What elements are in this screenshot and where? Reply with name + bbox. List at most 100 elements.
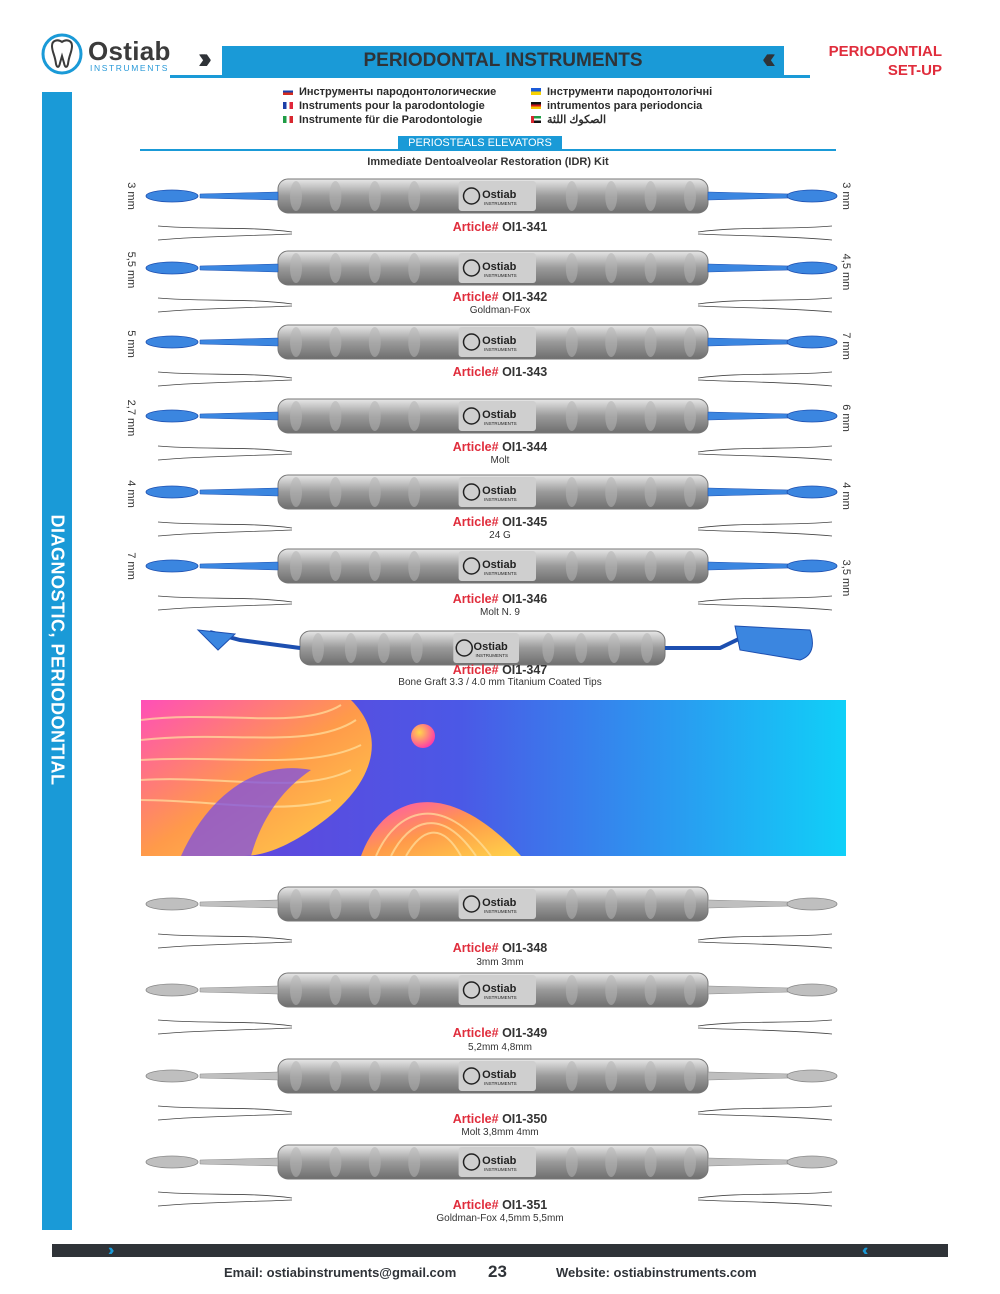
left-profile-outline bbox=[157, 1105, 293, 1121]
handle-brand-sub: INSTRUMENTS bbox=[484, 995, 516, 1000]
right-tip bbox=[786, 1155, 838, 1169]
handle-logo-icon bbox=[462, 1067, 481, 1085]
right-profile-outline bbox=[697, 445, 833, 461]
header-bar bbox=[222, 46, 784, 76]
right-profile-outline bbox=[697, 1191, 833, 1207]
handle-brand: Ostiab bbox=[482, 559, 517, 571]
right-tip-size: 3 mm bbox=[840, 182, 852, 210]
article-code: OI1-345 bbox=[502, 515, 548, 529]
right-profile-outline bbox=[697, 371, 833, 387]
flag-ru-icon bbox=[283, 88, 293, 95]
handle-brand: Ostiab bbox=[482, 261, 517, 273]
article-number: Article# OI1-341 bbox=[300, 220, 700, 234]
right-tip bbox=[786, 559, 838, 573]
article-number: Article# OI1-347 bbox=[300, 663, 700, 677]
left-profile-outline bbox=[157, 225, 293, 241]
right-tip bbox=[786, 485, 838, 499]
handle-logo-icon bbox=[462, 483, 481, 501]
page-number: 23 bbox=[488, 1262, 507, 1281]
handle-brand-sub: INSTRUMENTS bbox=[484, 571, 516, 576]
footer-chevron-right-icon: ›››› bbox=[108, 1242, 116, 1259]
section-subtitle: Immediate Dentoalveolar Restoration (IDR… bbox=[367, 156, 609, 168]
left-profile-outline bbox=[157, 933, 293, 949]
right-tip bbox=[786, 335, 838, 349]
header-chevron-right-icon: ››› bbox=[198, 42, 212, 75]
footer-chevron-left-icon: ‹‹‹‹ bbox=[862, 1242, 870, 1259]
category-line-1: PERIODONTIAL bbox=[828, 43, 942, 60]
footer-website: Website: ostiabinstruments.com bbox=[556, 1265, 757, 1280]
right-profile-outline bbox=[697, 933, 833, 949]
brand-subtitle: INSTRUMENTS bbox=[90, 63, 169, 73]
handle-brand-sub: INSTRUMENTS bbox=[484, 201, 516, 206]
right-tip bbox=[786, 983, 838, 997]
article-label: Article# bbox=[452, 941, 503, 955]
decorative-banner bbox=[141, 700, 846, 856]
right-tip-size: 4 mm bbox=[840, 482, 852, 510]
article-code: OI1-343 bbox=[502, 365, 548, 379]
article-label: Article# bbox=[452, 440, 503, 454]
article-code: OI1-342 bbox=[502, 290, 548, 304]
left-tip bbox=[145, 409, 199, 423]
instrument-description: Goldman-Fox bbox=[469, 305, 531, 316]
right-tip-size: 7 mm bbox=[840, 332, 852, 360]
handle-brand-sub: INSTRUMENTS bbox=[484, 1081, 516, 1086]
right-profile-outline bbox=[697, 225, 833, 241]
left-profile-outline bbox=[157, 595, 293, 611]
handle-logo-icon bbox=[462, 1153, 481, 1171]
language-fr: Instruments pour la parodontologie bbox=[283, 100, 485, 113]
instrument-description: 3mm 3mm bbox=[476, 957, 524, 968]
left-profile-outline bbox=[157, 1191, 293, 1207]
right-tip-size: 6 mm bbox=[840, 404, 852, 432]
article-number: Article# OI1-351 bbox=[300, 1198, 700, 1212]
section-line bbox=[140, 149, 836, 151]
language-it: Instrumente für die Parodontologie bbox=[283, 114, 482, 127]
handle-brand-sub: INSTRUMENTS bbox=[484, 347, 516, 352]
right-tip bbox=[786, 409, 838, 423]
left-tip bbox=[145, 983, 199, 997]
right-tip-size: 4,5 mm bbox=[840, 253, 852, 291]
handle-brand: Ostiab bbox=[482, 485, 517, 497]
article-label: Article# bbox=[452, 1026, 503, 1040]
article-number: Article# OI1-348 bbox=[300, 941, 700, 955]
article-label: Article# bbox=[452, 220, 503, 234]
article-code: OI1-351 bbox=[502, 1198, 548, 1212]
handle-logo-icon bbox=[462, 981, 481, 999]
article-code: OI1-344 bbox=[502, 440, 548, 454]
left-tip-size: 5 mm bbox=[125, 330, 137, 358]
article-number: Article# OI1-350 bbox=[300, 1112, 700, 1126]
handle-brand: Ostiab bbox=[482, 189, 517, 201]
flag-de-icon bbox=[531, 102, 541, 109]
instrument-description: Molt 3,8mm 4mm bbox=[461, 1127, 539, 1138]
left-tip bbox=[145, 1069, 199, 1083]
handle-brand: Ostiab bbox=[482, 1069, 517, 1081]
right-profile-outline bbox=[697, 595, 833, 611]
handle-brand-sub: INSTRUMENTS bbox=[484, 421, 516, 426]
article-label: Article# bbox=[452, 365, 503, 379]
right-profile-outline bbox=[697, 1105, 833, 1121]
left-tip bbox=[145, 485, 199, 499]
article-number: Article# OI1-343 bbox=[300, 365, 700, 379]
flag-ae-icon bbox=[531, 116, 541, 123]
handle-logo-icon bbox=[462, 895, 481, 913]
article-label: Article# bbox=[452, 1112, 503, 1126]
instrument-description: Goldman-Fox 4,5mm 5,5mm bbox=[436, 1213, 564, 1224]
right-tip bbox=[786, 261, 838, 275]
side-bar bbox=[42, 92, 72, 1230]
instrument-description: Molt bbox=[490, 455, 510, 466]
left-tip-size: 7 mm bbox=[125, 552, 137, 580]
article-code: OI1-341 bbox=[502, 220, 548, 234]
article-number: Article# OI1-349 bbox=[300, 1026, 700, 1040]
right-tip-size: 3,5 mm bbox=[840, 559, 852, 597]
